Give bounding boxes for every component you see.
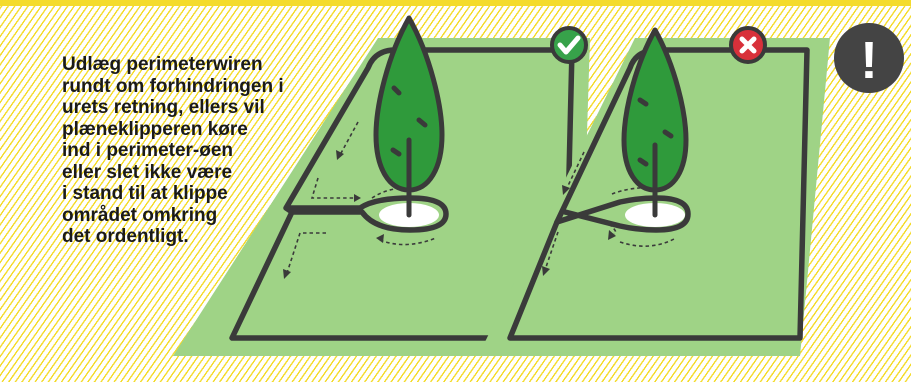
badge-incorrect xyxy=(729,26,767,64)
tree-correct xyxy=(373,15,445,218)
tree-incorrect xyxy=(621,27,689,218)
lawn-correct xyxy=(173,38,590,356)
exclamation-icon: ! xyxy=(860,32,877,90)
mower-path-incorrect xyxy=(544,151,677,271)
cross-icon xyxy=(739,36,757,54)
check-icon xyxy=(557,35,581,55)
perimeter-wire-correct xyxy=(229,47,575,341)
crossed-wire-incorrect xyxy=(554,195,691,233)
badge-correct xyxy=(550,26,588,64)
panel-correct xyxy=(173,15,590,356)
instruction-caption: Udlæg perimeterwiren rundt om forhindrin… xyxy=(62,54,284,247)
top-border-line xyxy=(0,0,911,6)
warning-badge: ! xyxy=(834,23,904,93)
panel-incorrect xyxy=(478,26,830,356)
